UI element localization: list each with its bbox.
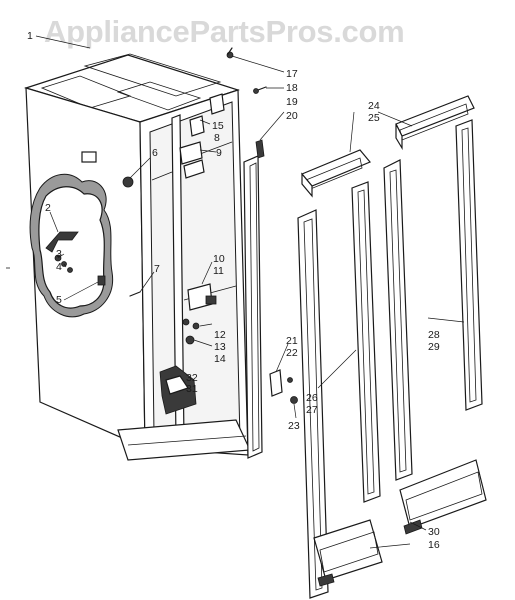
door-right-frame	[383, 95, 487, 535]
callout-11: 11	[213, 265, 224, 277]
callout-28: 28	[428, 329, 440, 341]
cabinet-trim-strip	[243, 139, 265, 459]
callout-7: 7	[154, 263, 160, 275]
callout-27: 27	[306, 404, 318, 416]
callout-1: 1	[27, 30, 33, 42]
callout-22: 22	[286, 347, 298, 359]
callout-labels: 1 2 3 4 5 6 7 8 9 10 11 12 13 14 15 16 1…	[27, 30, 440, 551]
site-watermark: AppliancePartsPros.com	[44, 14, 405, 49]
door-left-frame	[297, 149, 383, 599]
callout-31: 31	[186, 383, 198, 395]
callout-26: 26	[306, 392, 318, 404]
leader-lines	[35, 35, 465, 549]
callout-21: 21	[286, 335, 298, 347]
callout-4: 4	[56, 261, 62, 273]
callout-13: 13	[214, 341, 226, 353]
callout-29: 29	[428, 341, 440, 353]
callout-18: 18	[286, 82, 298, 94]
callout-30: 30	[428, 526, 440, 538]
callout-12: 12	[214, 329, 226, 341]
callout-10: 10	[213, 253, 225, 265]
callout-17: 17	[286, 68, 298, 80]
callout-14: 14	[214, 353, 226, 365]
callout-8: 8	[214, 132, 220, 144]
callout-23: 23	[288, 420, 300, 432]
callout-16: 16	[428, 539, 440, 551]
cabinet	[23, 53, 251, 461]
callout-9: 9	[216, 147, 222, 159]
callout-2: 2	[45, 202, 51, 214]
callout-32: 32	[186, 372, 198, 384]
screw-parts	[226, 47, 267, 94]
callout-15: 15	[212, 120, 224, 132]
callout-19: 19	[286, 96, 298, 108]
callout-20: 20	[286, 110, 298, 122]
callout-5: 5	[56, 294, 62, 306]
callout-24: 24	[368, 100, 380, 112]
callout-25: 25	[368, 112, 380, 124]
callout-6: 6	[152, 147, 158, 159]
door-hinge-assembly	[269, 369, 298, 404]
callout-3: 3	[56, 248, 62, 260]
